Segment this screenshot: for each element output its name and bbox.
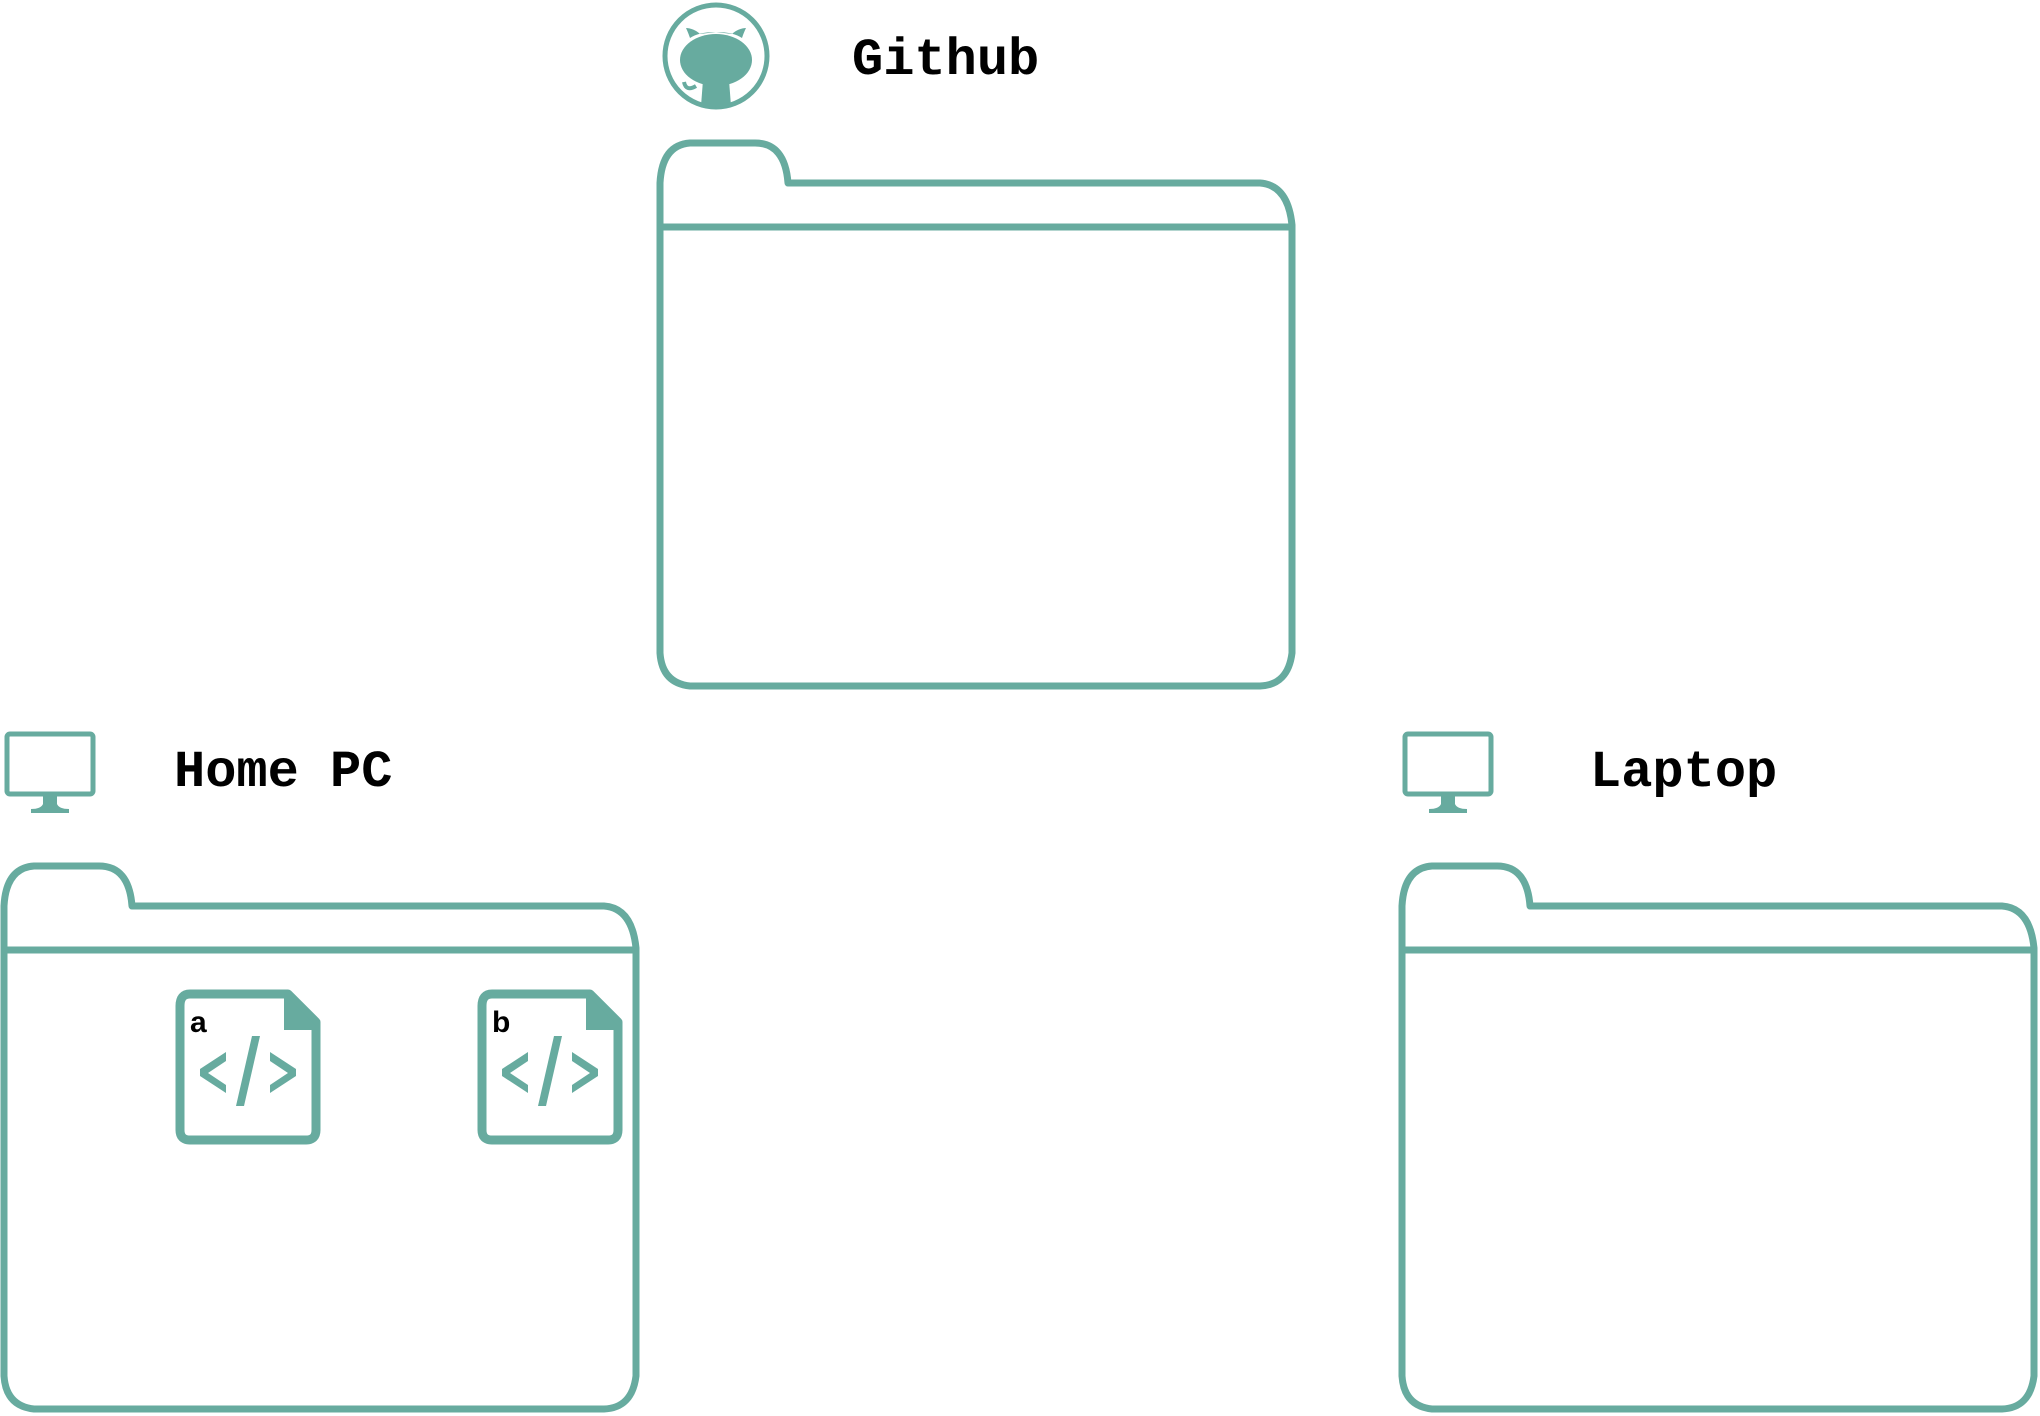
monitor-icon [1405, 734, 1491, 813]
github-node: Github [660, 2, 1292, 686]
github-label: Github [852, 31, 1039, 90]
monitor-icon [7, 734, 93, 813]
github-octocat-icon [662, 2, 770, 110]
file-a-label: a [190, 1006, 207, 1039]
laptop-label: Laptop [1590, 743, 1777, 802]
github-folder [660, 143, 1292, 686]
file-b-label: b [492, 1006, 510, 1039]
laptop-folder [1402, 866, 2034, 1409]
file-b: b [482, 994, 618, 1140]
laptop-node: Laptop [1402, 734, 2034, 1409]
file-a: a [180, 994, 316, 1140]
home-pc-node: Home PC a b [4, 734, 636, 1409]
home-pc-label: Home PC [174, 743, 392, 802]
